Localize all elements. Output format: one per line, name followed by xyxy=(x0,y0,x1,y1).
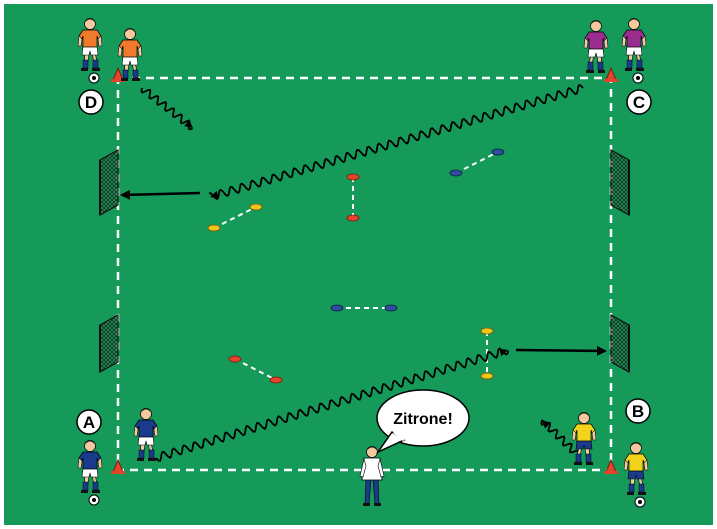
cone-icon xyxy=(492,149,504,155)
cone-icon xyxy=(481,328,493,334)
goal-icon xyxy=(611,150,629,215)
goal-icon xyxy=(100,315,118,372)
svg-text:D: D xyxy=(85,93,97,112)
ball-icon xyxy=(635,497,645,507)
ball-icon xyxy=(89,73,99,83)
cone-icon xyxy=(208,225,220,231)
cone-icon xyxy=(347,215,359,221)
corner-label-b: B xyxy=(626,399,650,423)
speech-bubble-text: Zitrone! xyxy=(393,411,453,428)
ball-icon xyxy=(633,73,643,83)
cone-icon xyxy=(450,170,462,176)
goal-icon xyxy=(100,150,118,215)
cone-icon xyxy=(250,204,262,210)
ball-icon xyxy=(89,495,99,505)
corner-label-c: C xyxy=(627,90,651,114)
cone-icon xyxy=(331,305,343,311)
cone-icon xyxy=(270,377,282,383)
cone-icon xyxy=(481,373,493,379)
svg-text:B: B xyxy=(632,402,644,421)
pitch-surface xyxy=(4,4,713,525)
corner-label-a: A xyxy=(77,410,101,434)
cone-icon xyxy=(347,174,359,180)
goal-icon xyxy=(611,315,629,372)
cone-icon xyxy=(385,305,397,311)
cone-icon xyxy=(229,356,241,362)
svg-text:C: C xyxy=(633,93,645,112)
shot-arrow xyxy=(516,350,605,351)
svg-text:A: A xyxy=(83,413,95,432)
corner-label-d: D xyxy=(79,90,103,114)
